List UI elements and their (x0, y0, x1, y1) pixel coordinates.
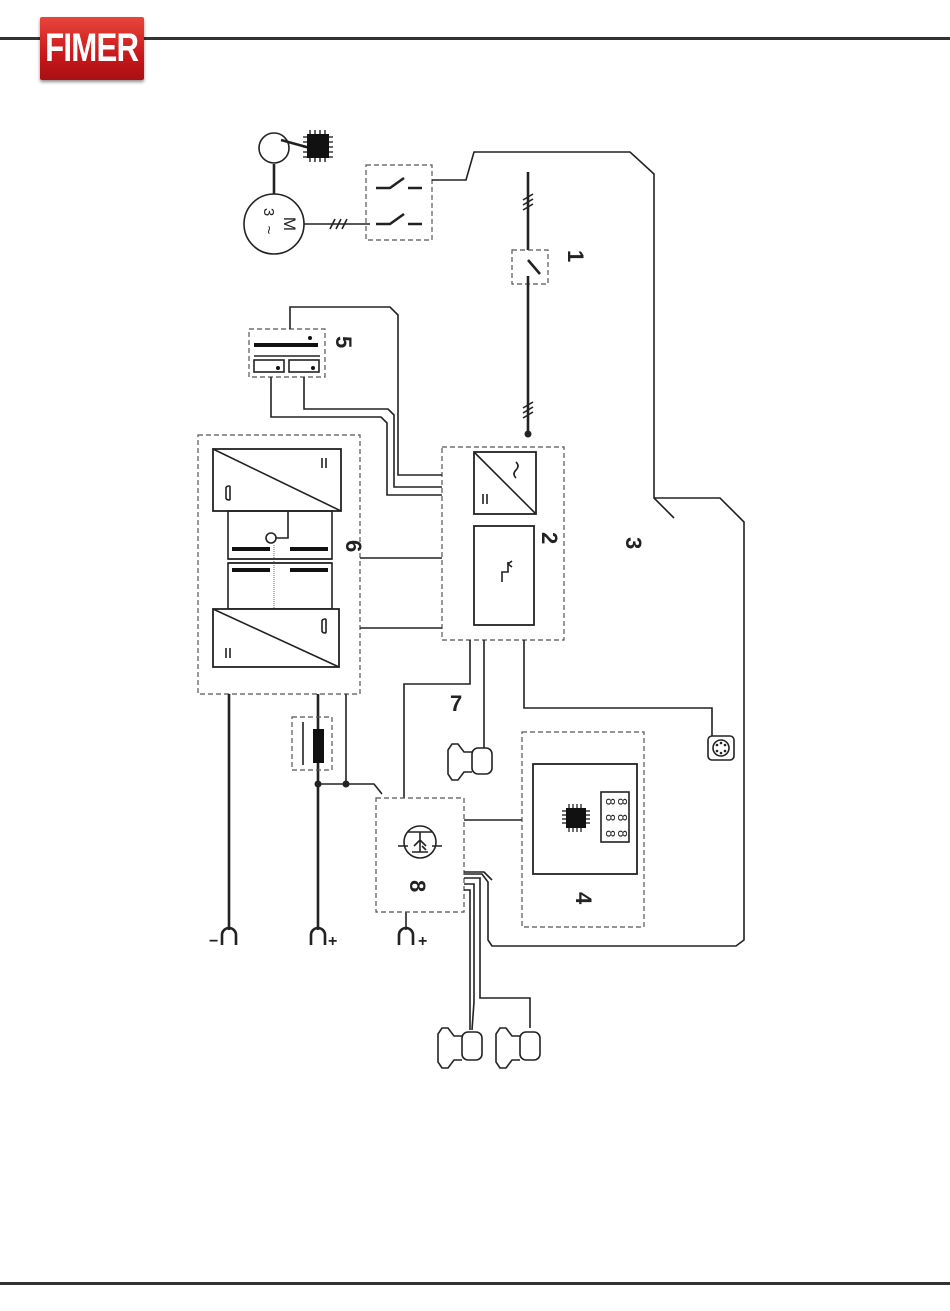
label-block-8: 8 (405, 880, 430, 892)
microcontroller-icon (562, 804, 590, 832)
three-phase-marks (330, 219, 347, 229)
terminal-pos1-label: + (328, 933, 337, 950)
seven-segment-display: 8 8 8 8 8 8 (601, 792, 630, 842)
torch-connector-icon (448, 744, 492, 780)
control-board (474, 526, 534, 625)
transformer-upper (228, 511, 332, 559)
footer-rule (0, 1282, 950, 1285)
block-2: 2 (442, 447, 564, 640)
block-4: 8 8 8 8 8 8 4 (464, 732, 644, 927)
ctrl-wire-3 (432, 152, 674, 518)
terminal-pos2-icon (399, 928, 413, 945)
output-stage: − + + (209, 694, 427, 950)
terminal-neg-label: − (209, 933, 218, 950)
switch-contact (528, 260, 540, 284)
sensor-loop (266, 533, 276, 543)
secondary-b (289, 360, 319, 372)
contactor-frame (366, 165, 432, 240)
terminal-pos1-icon (311, 928, 325, 945)
contact-upper (376, 178, 422, 188)
mains-phase-marks (523, 194, 533, 210)
block-8-frame (376, 798, 464, 912)
inductor-frame (292, 717, 332, 770)
motor-group: M 3 ~ (244, 130, 370, 254)
wire-8-conn-a (464, 884, 474, 1030)
label-block-2: 2 (537, 532, 562, 544)
label-block-4: 4 (571, 892, 596, 905)
multi-pin-socket-icon (708, 736, 734, 760)
digit-4: 8 (615, 798, 630, 805)
label-block-5: 5 (331, 336, 356, 348)
motor-ac-symbol: ~ (260, 226, 277, 235)
motor-phase-count: 3 (260, 208, 277, 216)
gas-connector-a-icon (438, 1028, 482, 1068)
junction-dot (525, 431, 532, 438)
label-block-7: 7 (450, 691, 462, 716)
wire-2-8 (404, 640, 470, 798)
inductor-core (313, 729, 324, 763)
contact-lower (376, 214, 422, 224)
terminal-pos2-label: + (418, 933, 427, 950)
label-block-6: 6 (341, 540, 366, 552)
secondary-a (254, 360, 284, 372)
chip-icon (303, 130, 333, 162)
digit-5: 8 (615, 814, 630, 821)
block-6: 6 (198, 435, 442, 694)
wire-to-block-8 (318, 694, 382, 794)
label-block-3: 3 (621, 537, 646, 549)
digit-6: 8 (615, 830, 630, 837)
fan-symbol (259, 133, 289, 163)
feed-phase-marks (523, 402, 533, 418)
terminal-neg-icon (222, 928, 236, 945)
label-block-1: 1 (563, 250, 588, 262)
switch-frame (512, 250, 548, 284)
wire-2-socket (524, 640, 712, 736)
gas-connector-b-icon (496, 1028, 540, 1068)
motor-letter-m: M (280, 217, 299, 231)
main-switch: 1 (512, 172, 588, 438)
